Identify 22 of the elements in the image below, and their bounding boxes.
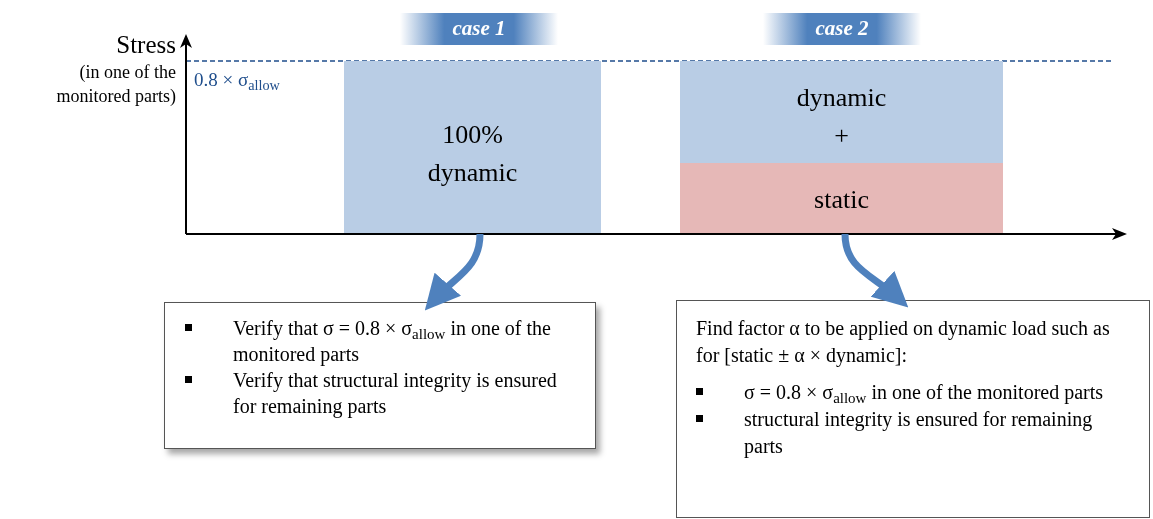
block-label: 100% dynamic [426, 119, 519, 189]
curved-arrow [841, 233, 909, 308]
bullet-text: σ = 0.8 × σ$_{allow}$ in one of the monitored parts [744, 380, 1105, 406]
dynamic-stress-block [680, 61, 1003, 163]
case-title: case 1 [452, 15, 506, 43]
threshold-label: 0.8 × σ$_{allow}$ [194, 68, 280, 95]
block-label: static [813, 184, 870, 216]
case-title: case 2 [815, 15, 869, 43]
bullet-text: Verify that σ = 0.8 × σ$_{allow}$ in one of the monitored parts [233, 316, 552, 367]
case-tab [400, 13, 558, 45]
static-stress-block [680, 163, 1003, 234]
block-label: dynamic + [795, 82, 888, 152]
curved-arrow [424, 233, 484, 311]
dynamic-stress-block [344, 61, 601, 234]
text-box [164, 302, 596, 449]
bullet-text: structural integrity is ensured for remaining parts [744, 407, 1094, 460]
axis-subtitle: (in one of the monitored parts) [55, 61, 176, 108]
bullet-text: Verify that structural integrity is ensured for remaining parts [233, 368, 558, 419]
text-box [676, 300, 1150, 518]
intro-text: Find factor α to be applied on dynamic load such as for [static ± α × dynamic]: [696, 316, 1111, 369]
case-tab [763, 13, 921, 45]
axis-title: Stress [116, 30, 176, 60]
